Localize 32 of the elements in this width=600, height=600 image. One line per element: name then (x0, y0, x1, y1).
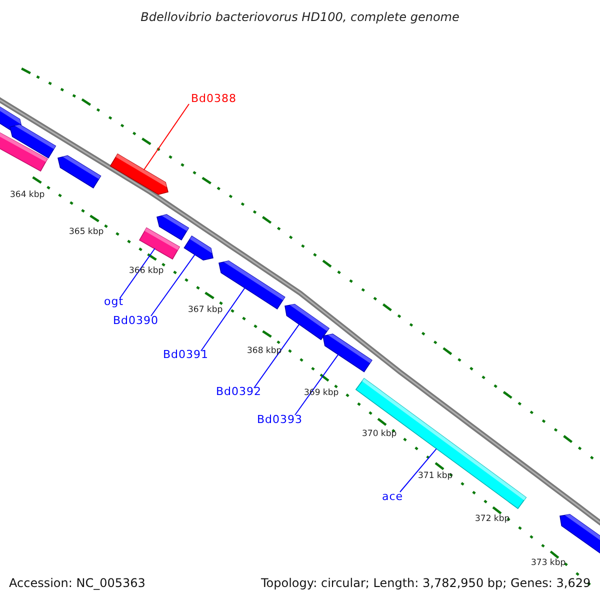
scale-label: 367 kbp (188, 306, 223, 314)
leader-line (200, 287, 246, 352)
scale-label: 371 kbp (418, 472, 453, 480)
leader-line (150, 254, 196, 316)
gene-label: ogt (104, 296, 124, 307)
gene-label: Bd0392 (216, 386, 262, 397)
footer-text: Topology: circular; Length: 3,782,950 bp; Genes: 3,629 (261, 577, 591, 589)
gene-label: Bd0391 (163, 349, 209, 360)
gene-label: Bd0388 (191, 93, 237, 104)
gene-feature (284, 304, 330, 340)
gene-feature (110, 153, 168, 195)
scale-label: 365 kbp (69, 228, 104, 236)
leader-line (254, 324, 300, 388)
leader-line (120, 248, 156, 298)
footer-text: Accession: NC_005363 (9, 577, 146, 589)
gene-feature (184, 236, 214, 261)
gene-feature (156, 214, 190, 241)
leader-line (143, 104, 190, 170)
gene-feature (58, 155, 102, 189)
scale-label: 364 kbp (10, 191, 45, 200)
gene-label: Bd0393 (257, 414, 303, 425)
gene-feature (322, 334, 372, 372)
gene-label: Bd0390 (113, 315, 159, 326)
scale-label: 370 kbp (362, 430, 397, 438)
leader-line (294, 354, 339, 416)
gene-feature (355, 378, 527, 510)
gene-label: ace (382, 491, 404, 502)
leader-line (400, 448, 437, 492)
gene-feature (0, 131, 48, 172)
diagram-title: Bdellovibrio bacteriovorus HD100, complete genome (140, 11, 460, 23)
gene-feature (560, 514, 600, 554)
scale-label: 373 kbp (531, 559, 566, 568)
